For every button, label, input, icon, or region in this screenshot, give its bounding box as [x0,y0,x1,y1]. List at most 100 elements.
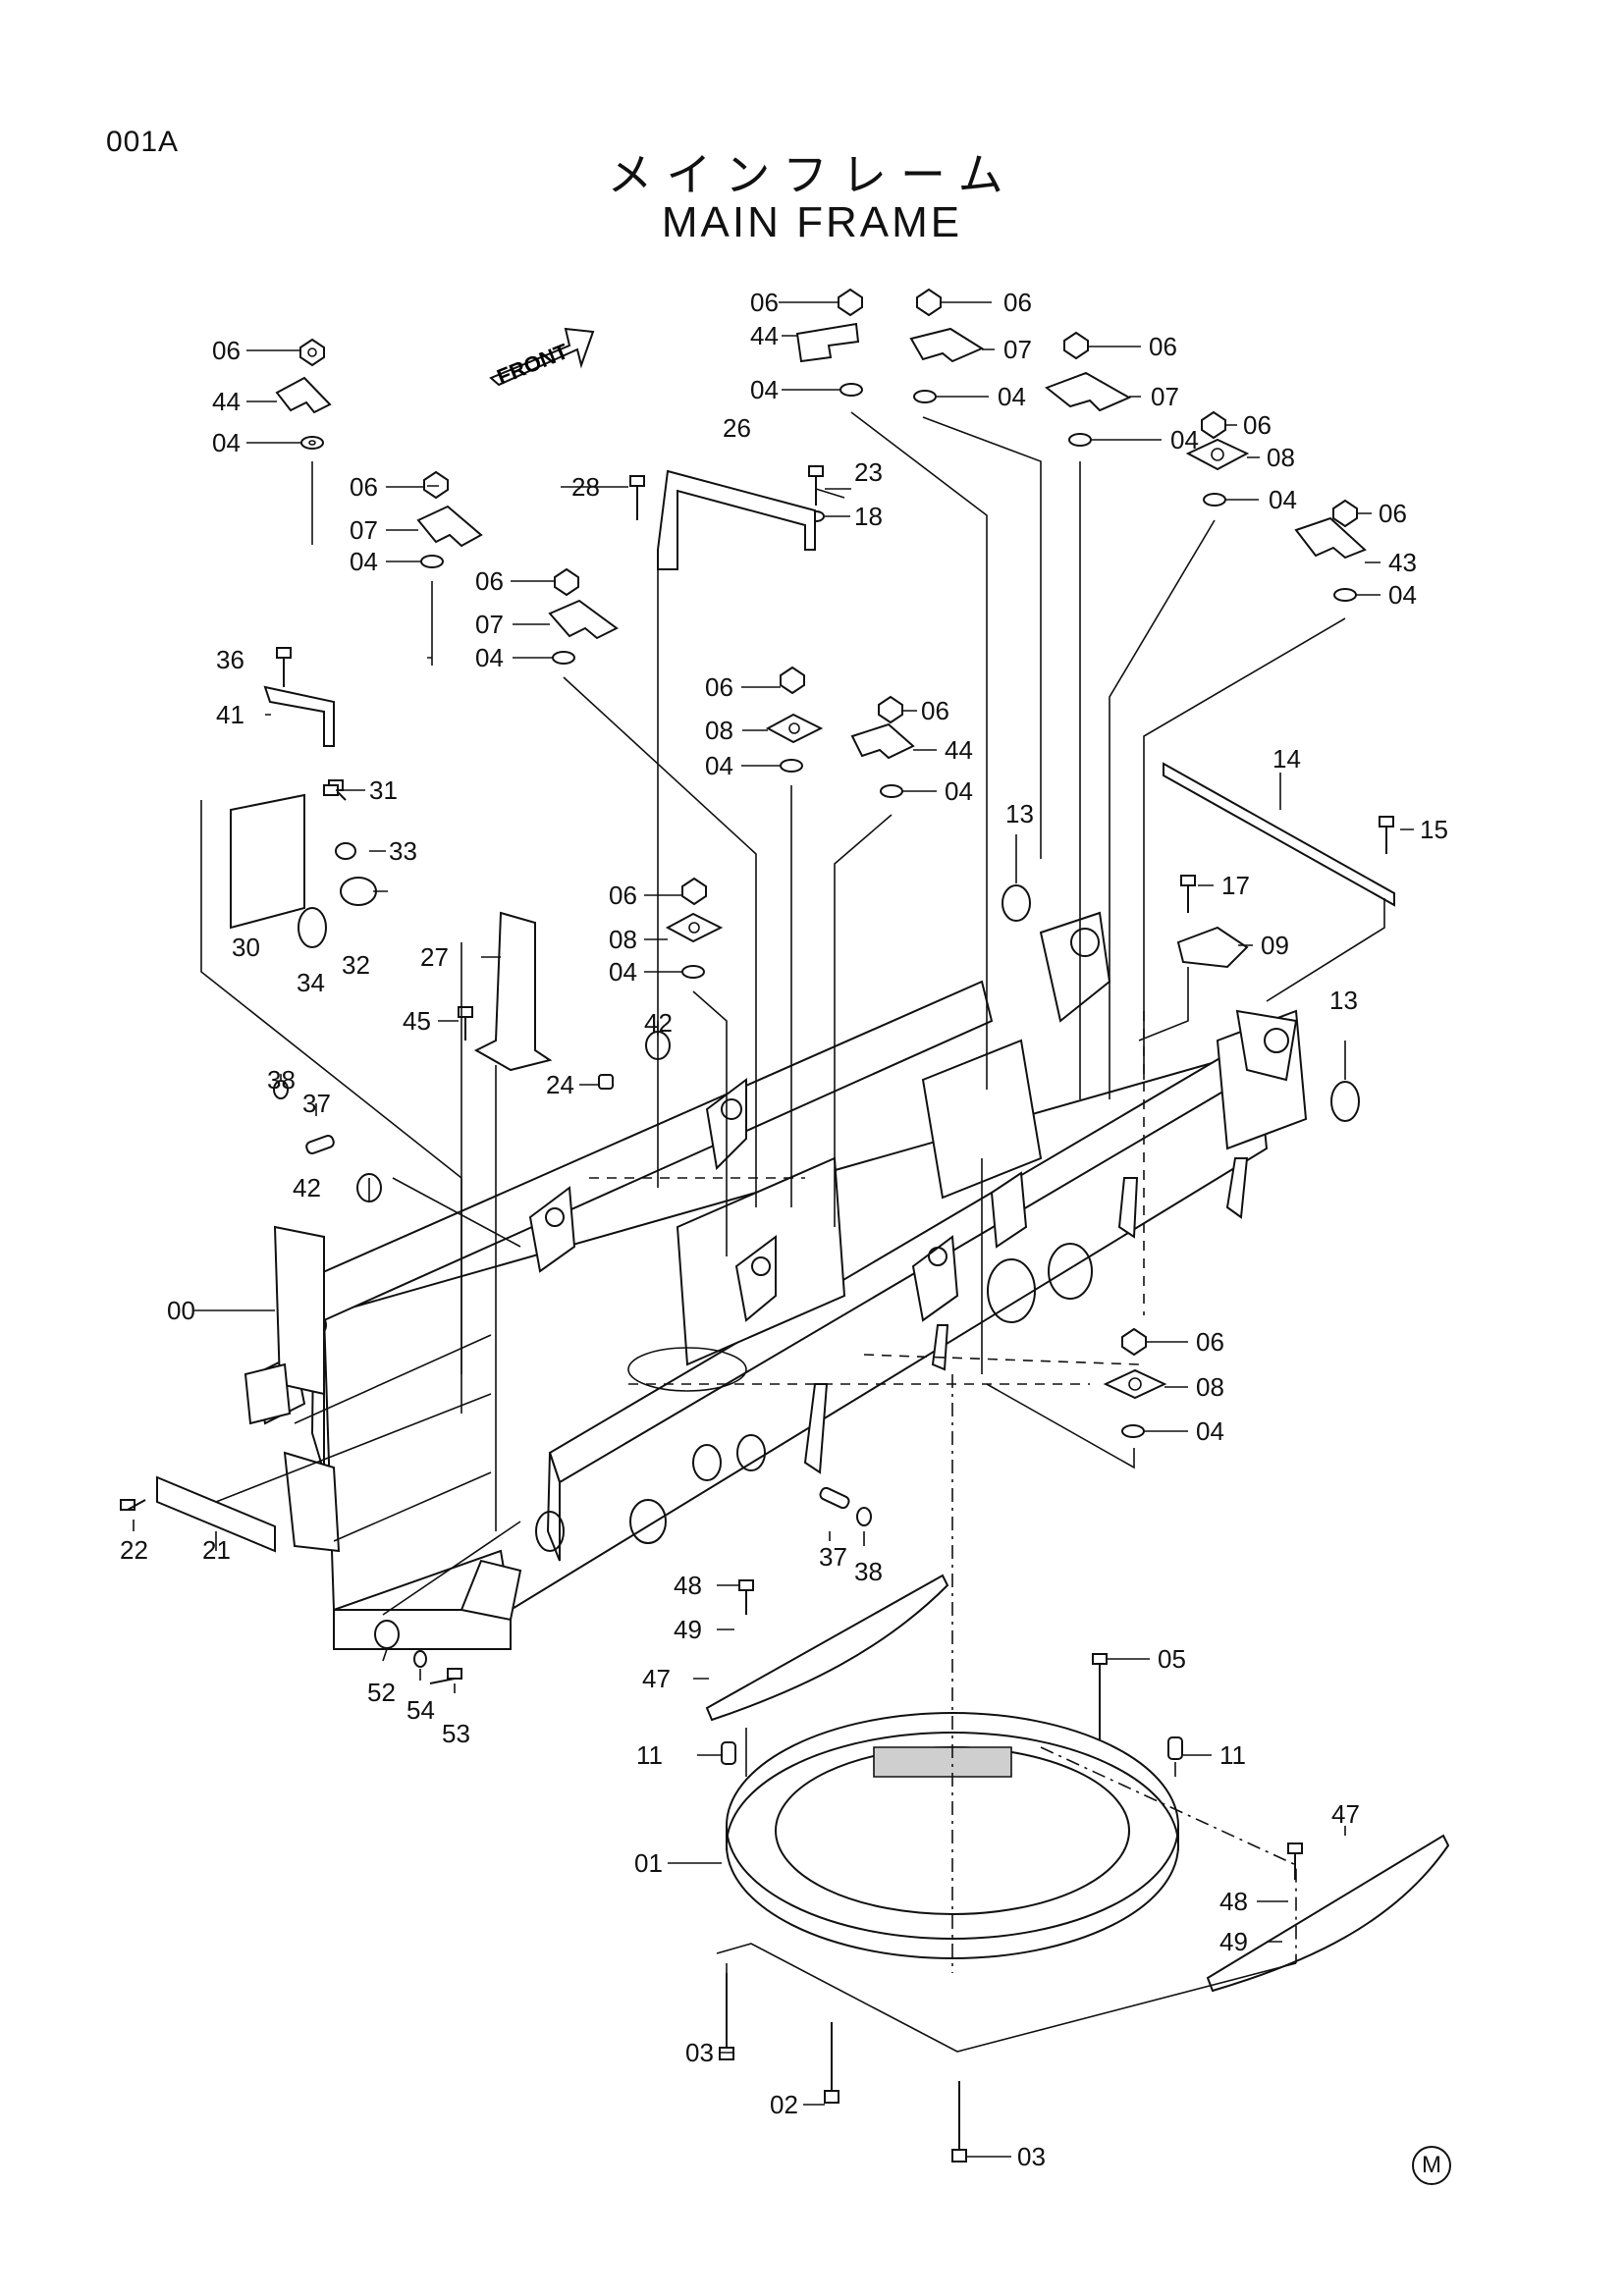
callout: 04 [609,957,637,987]
callout: 06 [609,881,637,910]
callout: 52 [367,1678,396,1707]
callout: 32 [342,950,370,980]
callout: 13 [1329,986,1358,1015]
callout: 37 [819,1542,847,1572]
callout: 04 [1170,425,1199,454]
callout: 00 [167,1296,195,1325]
callout: 49 [1219,1927,1248,1956]
square-plate-icon [665,438,1250,1400]
front-arrow-icon: FRONT [489,327,595,390]
callout: 48 [674,1571,702,1600]
callout: 26 [723,413,751,443]
callout: 03 [685,2038,714,2067]
washer-icon [300,383,1357,1438]
shim-plate-icon [275,322,1367,760]
callout: 02 [770,2090,798,2119]
callout: 08 [705,716,733,745]
callout: 04 [212,428,241,457]
callout: 42 [293,1173,321,1202]
callout: 31 [369,775,398,805]
callout: 48 [1219,1887,1248,1916]
callout: 13 [1005,799,1034,828]
callout: 44 [750,321,779,350]
callout: 06 [1243,410,1272,440]
callout: 04 [945,776,973,806]
callout: 04 [1269,485,1297,514]
bracket-41 [263,685,335,747]
callout: 04 [1196,1416,1224,1446]
rear-plate-00 [273,1225,325,1396]
callout: 07 [350,515,378,545]
callout: 36 [216,645,244,674]
callout: 14 [1272,744,1301,774]
callout: 33 [389,836,417,866]
callout: 04 [475,643,504,672]
callout: 04 [350,547,378,576]
main-frame-body [253,911,1308,1650]
callout: 22 [120,1535,148,1565]
callout: 23 [854,457,883,487]
callout: 04 [998,382,1026,411]
callout: 44 [945,735,973,765]
bracket-27 [473,911,553,1072]
page-title-japanese: メインフレーム [607,148,1017,201]
callout: 17 [1221,871,1250,900]
callout: 06 [1149,332,1177,361]
callout: 09 [1261,931,1289,960]
callout: 18 [854,502,883,531]
callout: 08 [609,925,637,954]
callout: 45 [403,1006,431,1036]
callout: 15 [1420,815,1448,844]
callout: 05 [1158,1644,1186,1674]
callout: 44 [212,387,241,416]
callout: 34 [297,968,325,997]
cover-47-upper [705,1574,949,1722]
callout: 07 [1151,382,1179,411]
callout: 38 [854,1557,883,1586]
callout: 24 [546,1070,574,1099]
callout: 03 [1017,2142,1046,2171]
cover-09 [1176,926,1249,969]
callout: 06 [1379,499,1407,528]
plate-21 [156,1475,276,1553]
callout: 42 [644,1008,673,1038]
callout: 04 [750,375,779,404]
callout: 06 [705,672,733,702]
callout: 54 [406,1695,435,1725]
callout: 11 [636,1740,663,1770]
callout: 06 [921,696,949,725]
callout: 06 [350,472,378,502]
callout: 11 [1219,1740,1246,1770]
callout: 08 [1196,1372,1224,1402]
callout: 21 [202,1535,231,1565]
rail-14 [1163,762,1395,907]
callout: 37 [302,1089,331,1118]
leader-lines [133,301,1414,2158]
callout: 30 [232,933,260,962]
callout: 06 [1196,1327,1224,1357]
callout: 53 [442,1719,470,1748]
callout: 07 [475,610,504,639]
page-code: 001A [106,126,180,158]
callout: 04 [1388,580,1417,610]
bracket-26 [657,469,816,570]
callout: 08 [1267,443,1295,472]
callout: 43 [1388,548,1417,577]
callout: 06 [1003,288,1032,317]
callout: 06 [475,566,504,596]
callout: 38 [267,1065,296,1095]
page-title: MAIN FRAME [661,198,963,246]
callout-labels: 06 44 04 06 07 04 06 07 04 36 41 31 33 3… [120,288,1448,2171]
callout: 06 [212,336,241,365]
callout: 41 [216,700,244,729]
callout: 47 [1331,1799,1360,1829]
callout: 27 [420,942,449,972]
nut-icon [299,288,1358,1357]
callout: 47 [642,1664,671,1693]
callout: 01 [634,1848,663,1878]
callout: 28 [571,472,600,502]
lamp-bracket-assembly [230,784,377,948]
maker-mark-icon: M [1412,2146,1451,2185]
callout: 04 [705,751,733,780]
